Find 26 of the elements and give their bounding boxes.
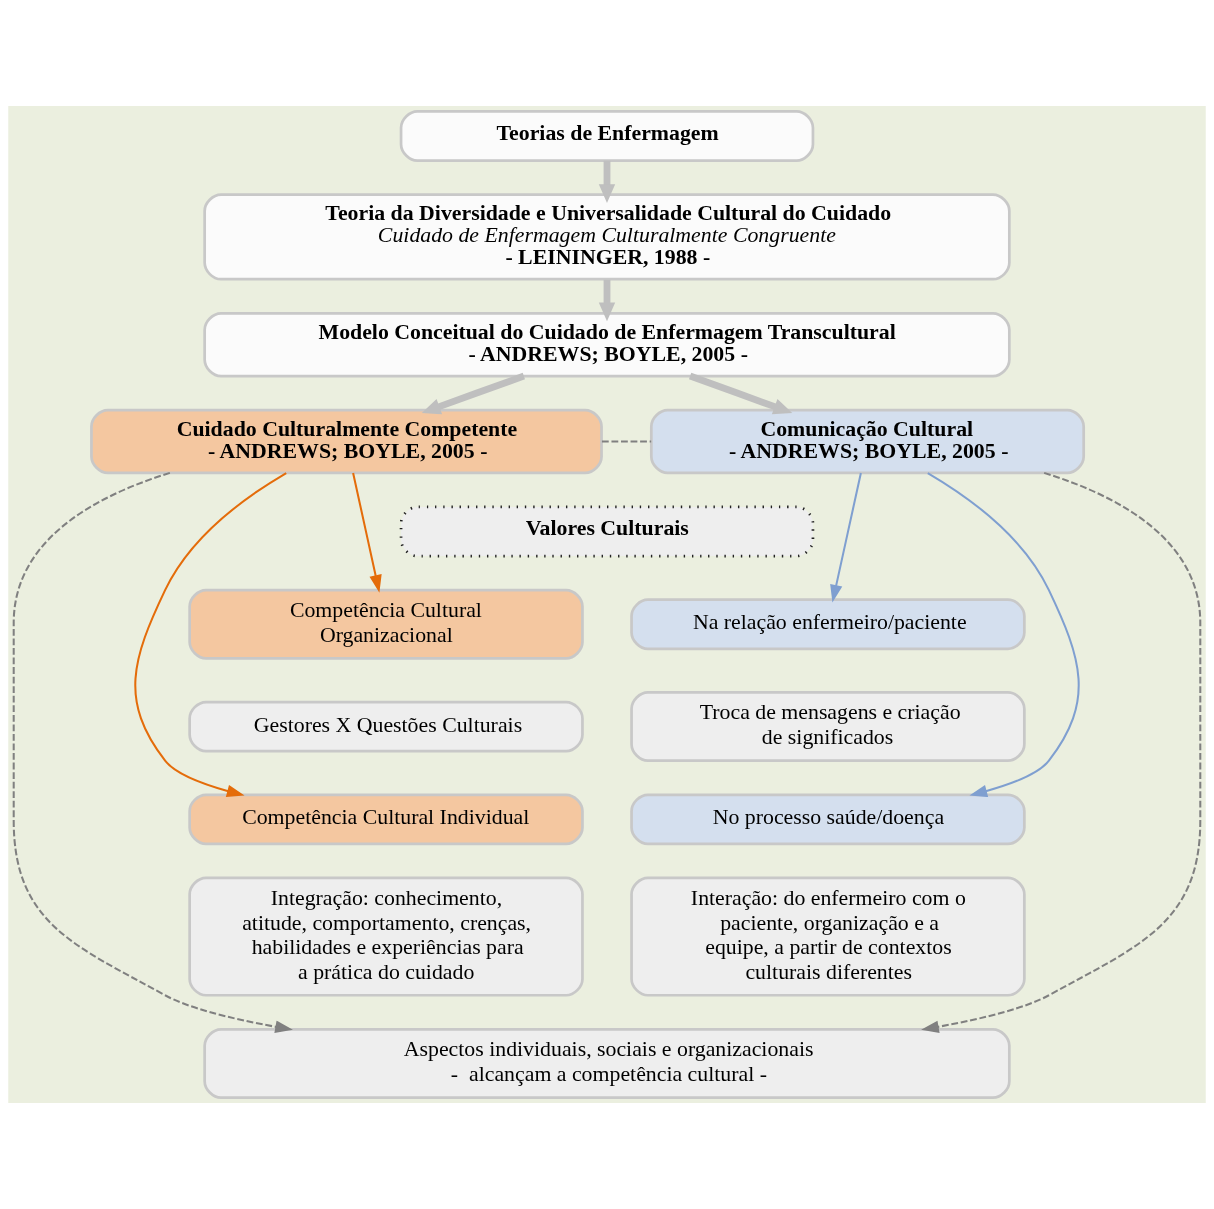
connector: [601, 440, 652, 443]
node-box: Valores Culturais: [399, 505, 815, 558]
node-box: Competência Cultural Organizacional: [188, 588, 584, 660]
arrow: [830, 472, 862, 603]
node-box: No processo saúde/doença: [630, 793, 1026, 846]
node-box: Cuidado Culturalmente Competente - ANDREWS; BOYLE, 2005 -: [90, 408, 603, 475]
arrow: [689, 372, 793, 415]
node-box: Troca de mensagens e criação de significados: [630, 691, 1026, 763]
node-box: Gestores X Questões Culturais: [188, 700, 584, 753]
arrow: [134, 472, 287, 797]
arrow: [927, 472, 1080, 797]
node-box: Interação: do enfermeiro com o paciente, organização e a equipe, a partir de contextos culturais diferentes: [630, 876, 1026, 997]
node-box: Modelo Conceitual do Cuidado de Enfermagem Transcultural - ANDREWS; BOYLE, 2005 -: [203, 311, 1011, 378]
node-box: Aspectos individuais, sociais e organizacionais - alcançam a competência cultural -: [203, 1028, 1011, 1099]
arrow: [921, 471, 1202, 1033]
arrow: [421, 372, 525, 415]
node-box: Teoria da Diversidade e Universalidade Cultural do Cuidado Cuidado de Enfermagem Culturalmente Congruente - LEININGER, 1988 -: [203, 193, 1011, 281]
node-box: Integração: conhecimento, atitude, comportamento, crenças, habilidades e experiências para a prática do cuidado: [188, 876, 584, 997]
node-box: Na relação enfermeiro/paciente: [630, 598, 1026, 651]
arrow: [598, 279, 616, 322]
arrow: [352, 472, 382, 593]
node-box: Competência Cultural Individual: [188, 793, 584, 846]
node-box: Comunicação Cultural - ANDREWS; BOYLE, 2005 -: [649, 408, 1086, 475]
arrow: [12, 471, 293, 1033]
node-box: Teorias de Enfermagem: [399, 110, 815, 162]
arrow: [598, 160, 616, 203]
